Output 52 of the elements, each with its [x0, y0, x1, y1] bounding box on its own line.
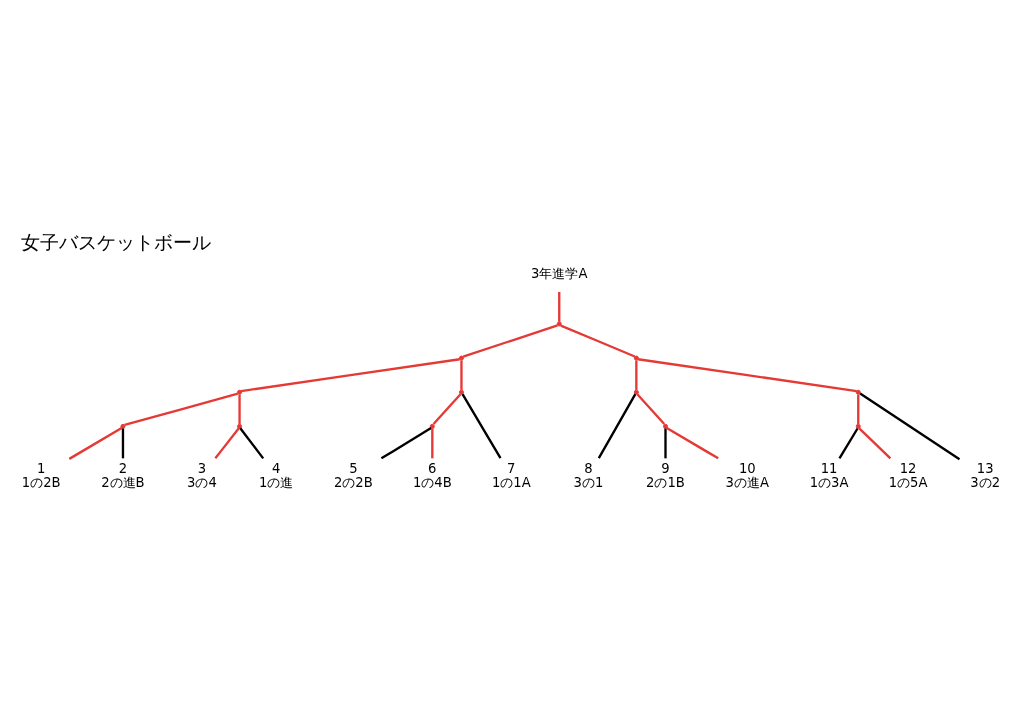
connector: [461, 393, 502, 459]
node-text: 8 3の1: [573, 460, 604, 490]
node-point: [633, 389, 639, 395]
node-text: 7 1の1A: [491, 460, 531, 490]
connector: [560, 324, 636, 358]
connector: [597, 393, 637, 459]
connector: [432, 393, 462, 425]
diagram-title: 女子バスケットボール: [21, 231, 212, 253]
node-text: 10 3の進A: [725, 460, 769, 490]
connector: [238, 394, 241, 425]
node-point: [663, 423, 668, 429]
node-text: 1 1の2B: [21, 460, 61, 490]
node-point: [458, 389, 464, 395]
connector: [380, 427, 432, 460]
connector: [462, 324, 558, 358]
node-point: [633, 355, 639, 361]
connector: [121, 428, 125, 459]
node-point: [237, 423, 243, 429]
connector: [859, 392, 961, 461]
connector: [838, 427, 859, 459]
node-text: 6 1の4B: [412, 460, 452, 490]
connector: [124, 392, 239, 427]
connector: [635, 360, 638, 390]
connector: [431, 428, 434, 459]
connector: [241, 358, 460, 393]
node-point: [458, 355, 464, 361]
connector: [68, 427, 123, 460]
node-text: 9 2の1B: [646, 460, 685, 490]
node-text: 5 2の2B: [333, 460, 373, 490]
node-text: 4 1の進: [259, 460, 294, 490]
node-point: [237, 389, 243, 395]
node-point: [429, 423, 435, 429]
node-point: [855, 389, 861, 395]
node-text: 13 3の2: [970, 460, 1001, 490]
node-text: 2 2の進B: [101, 460, 145, 490]
connector: [558, 291, 561, 322]
node-text: 12 1の5A: [888, 460, 928, 490]
connector: [637, 358, 857, 393]
connector: [239, 427, 265, 460]
connector: [664, 428, 667, 459]
node-text: 11 1の3A: [809, 460, 849, 490]
node-point: [556, 321, 562, 327]
node-point: [120, 423, 126, 429]
connector: [214, 427, 240, 460]
node-text: 3 3の4: [187, 460, 217, 490]
connector: [858, 427, 892, 460]
connector: [666, 427, 719, 460]
connector: [636, 393, 666, 425]
connector: [857, 394, 860, 425]
connector: [460, 360, 463, 390]
node-point: [855, 423, 861, 429]
node-text: 3年進学A: [531, 266, 588, 282]
